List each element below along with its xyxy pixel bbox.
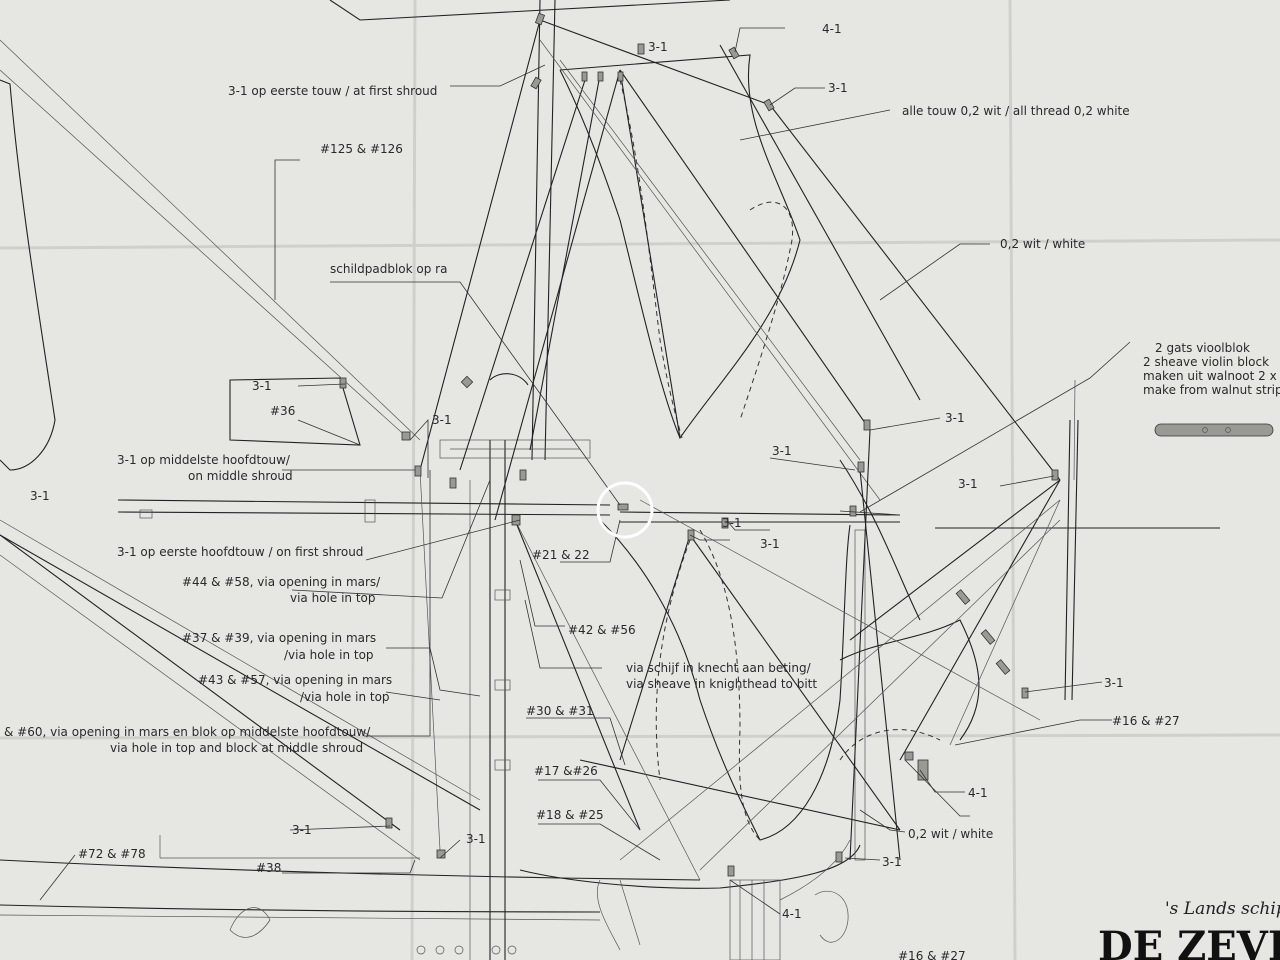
ship-title: DE ZEVE [1098,923,1280,960]
label-30-31: #30 & #31 [526,704,594,718]
label-16-27: #16 & #27 [1112,714,1180,728]
label-02-white: 0,2 wit / white [1000,237,1085,251]
label-60-line1: & #60, via opening in mars en blok op mi… [4,725,371,739]
rigging-blocks [339,12,1274,877]
label-37-39-line2: /via hole in top [284,648,374,662]
label-schildpadblok: schildpadblok op ra [330,262,447,276]
label-3-1: 3-1 [828,81,848,95]
label-3-1: 3-1 [772,444,792,458]
label-37-39-line1: #37 & #39, via opening in mars [182,631,376,645]
label-violin-block-line3: maken uit walnoot 2 x 2 [1143,369,1280,383]
label-44-58-line1: #44 & #58, via opening in mars/ [182,575,381,589]
label-3-1: 3-1 [466,832,486,846]
dashed-outlines [619,79,941,841]
label-3-1: 3-1 [760,537,780,551]
leader-lines [39,27,1131,915]
label-4-1: 4-1 [968,786,988,800]
title-block: 's Lands schip DE ZEVE [1098,899,1280,960]
label-18-25: #18 & #25 [536,808,604,822]
label-violin-block-line2: 2 sheave violin block [1143,355,1269,369]
label-4-1: 4-1 [822,22,842,36]
label-knighthead-line2: via sheave in knighthead to bitt [626,677,817,691]
label-first-shroud: 3-1 op eerste touw / at first shroud [228,84,437,98]
label-72-78: #72 & #78 [78,847,146,861]
label-3-1: 3-1 [432,413,452,427]
label-violin-block-line1: 2 gats vioolblok [1155,341,1250,355]
rigging-lines [0,19,1061,881]
sails [0,0,980,841]
label-3-1: 3-1 [722,516,742,530]
label-43-57-line2: /via hole in top [300,690,390,704]
label-4-1: 4-1 [782,907,802,921]
hull-drawing [0,835,861,960]
label-60-line2: via hole in top and block at middle shro… [110,741,363,755]
label-16-27: #16 & #27 [898,949,966,960]
label-21-22: #21 & 22 [532,548,590,562]
label-3-1: 3-1 [882,855,902,869]
label-44-58-line2: via hole in top [290,591,376,605]
label-17-26: #17 &#26 [534,764,598,778]
label-42-56: #42 & #56 [568,623,636,637]
label-36: #36 [270,404,295,418]
label-violin-block-line4: make from walnut strip 2 [1143,383,1280,397]
label-125-126: #125 & #126 [320,142,403,156]
label-3-1: 3-1 [648,40,668,54]
label-middle-shroud-line1: 3-1 op middelste hoofdtouw/ [117,453,291,467]
label-3-1: 3-1 [292,823,312,837]
label-3-1: 3-1 [958,477,978,491]
label-02-white: 0,2 wit / white [908,827,993,841]
label-3-1: 3-1 [1104,676,1124,690]
label-3-1: 3-1 [252,379,272,393]
label-3-1: 3-1 [30,489,50,503]
label-middle-shroud-line2: on middle shroud [188,469,293,483]
label-knighthead-line1: via schijf in knecht aan beting/ [626,661,812,675]
ship-subtitle: 's Lands schip [1165,899,1280,919]
label-all-thread: alle touw 0,2 wit / all thread 0,2 white [902,104,1130,118]
label-first-main-shroud: 3-1 op eerste hoofdtouw / on first shrou… [117,545,363,559]
touch-indicator [596,481,654,539]
label-38: #38 [256,861,281,875]
annotation-labels: 4-1 3-1 3-1 3-1 op eerste touw / at firs… [4,22,1280,960]
label-43-57-line1: #43 & #57, via opening in mars [198,673,392,687]
label-3-1: 3-1 [945,411,965,425]
